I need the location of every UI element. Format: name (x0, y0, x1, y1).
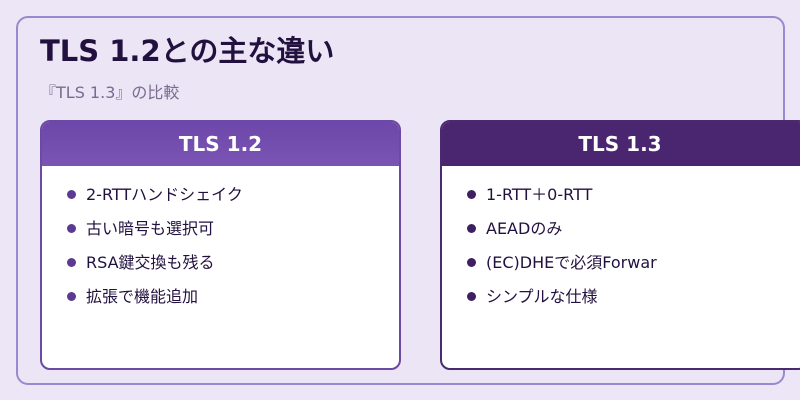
slide-title: TLS 1.2との主な違い (40, 34, 335, 68)
tls12-card-heading: TLS 1.2 (42, 122, 399, 166)
tls13-feature-list: 1-RTT＋0-RTT AEADのみ (EC)DHEで必須Forwar シンプル… (442, 166, 800, 320)
list-item-text: 拡張で機能追加 (86, 287, 199, 306)
list-item: (EC)DHEで必須Forwar (464, 252, 800, 286)
list-item-text: RSA鍵交換も残る (86, 253, 215, 272)
bullet-icon (67, 258, 76, 267)
bullet-icon (67, 190, 76, 199)
list-item-text: シンプルな仕様 (486, 287, 598, 306)
bullet-icon (467, 292, 476, 301)
bullet-icon (467, 190, 476, 199)
tls12-card: TLS 1.2 2-RTTハンドシェイク 古い暗号も選択可 RSA鍵交換も残る … (40, 120, 401, 370)
tls13-card-heading: TLS 1.3 (442, 122, 800, 166)
list-item: 拡張で機能追加 (64, 286, 399, 320)
list-item: 古い暗号も選択可 (64, 218, 399, 252)
slide-subtitle: 『TLS 1.3』の比較 (40, 83, 180, 102)
tls13-card: TLS 1.3 1-RTT＋0-RTT AEADのみ (EC)DHEで必須For… (440, 120, 800, 370)
list-item-text: AEADのみ (486, 219, 563, 238)
list-item-text: 古い暗号も選択可 (86, 219, 215, 238)
bullet-icon (67, 292, 76, 301)
bullet-icon (467, 258, 476, 267)
list-item: RSA鍵交換も残る (64, 252, 399, 286)
list-item: シンプルな仕様 (464, 286, 800, 320)
tls12-feature-list: 2-RTTハンドシェイク 古い暗号も選択可 RSA鍵交換も残る 拡張で機能追加 (42, 166, 399, 320)
list-item-text: (EC)DHEで必須Forwar (486, 253, 657, 272)
list-item-text: 1-RTT＋0-RTT (486, 185, 593, 204)
list-item: 2-RTTハンドシェイク (64, 184, 399, 218)
bullet-icon (67, 224, 76, 233)
bullet-icon (467, 224, 476, 233)
list-item: AEADのみ (464, 218, 800, 252)
list-item: 1-RTT＋0-RTT (464, 184, 800, 218)
list-item-text: 2-RTTハンドシェイク (86, 185, 243, 204)
